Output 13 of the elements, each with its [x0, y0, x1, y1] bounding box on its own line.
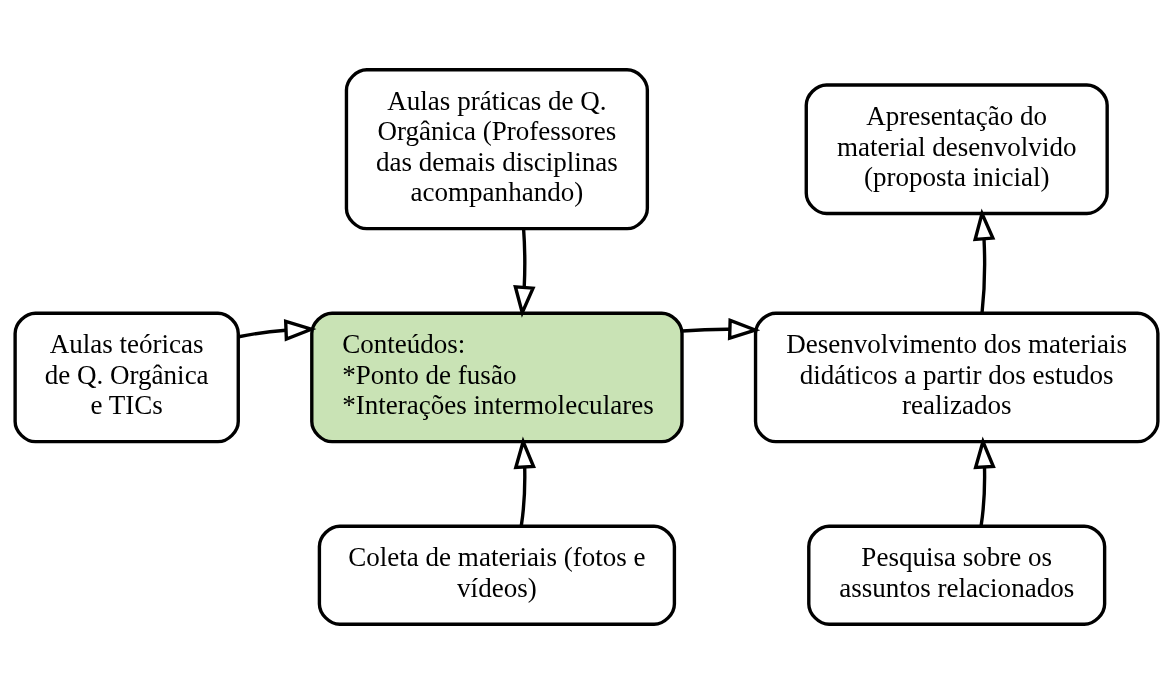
arrow	[238, 318, 317, 341]
node-box: Aulas práticas de Q. Orgânica (Professores das demais disciplinas acompanhando)	[344, 67, 650, 230]
arrow	[972, 207, 996, 313]
arrow	[682, 317, 761, 340]
arrow	[513, 436, 536, 526]
node-box: Coleta de materiais (fotos e vídeos)	[317, 524, 677, 626]
arrow	[973, 436, 996, 526]
node-box: Desenvolvimento dos materiais didáticos a partir dos estudos realizados	[753, 311, 1160, 443]
node-box: Aulas teóricas de Q. Orgânica e TICs	[13, 311, 240, 443]
node-box: Pesquisa sobre os assuntos relacionados	[807, 524, 1107, 626]
node-box: Conteúdos: *Ponto de fusão *Interações intermoleculares	[310, 311, 684, 443]
arrow	[513, 228, 536, 318]
node-box: Apresentação do material desenvolvido (proposta inicial)	[804, 82, 1109, 215]
